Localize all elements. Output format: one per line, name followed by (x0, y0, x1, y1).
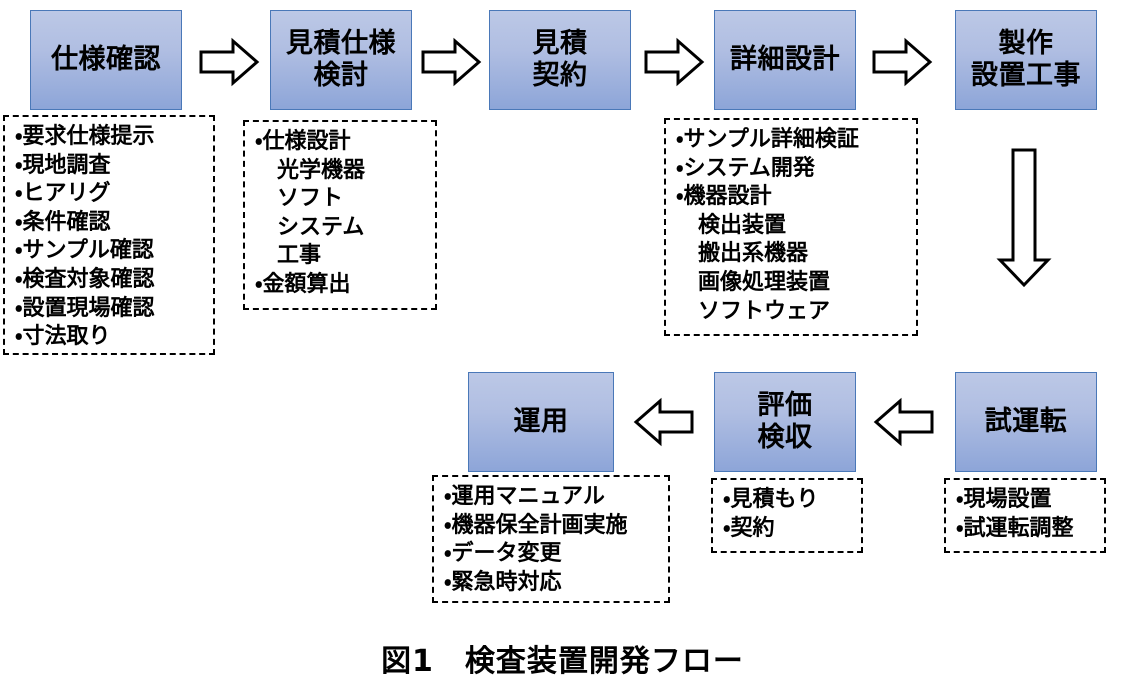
detail-box-test-run: ・現場設置 ・試運転調整 (944, 478, 1106, 553)
detail-item: ・機器設計 (676, 184, 772, 210)
detail-item: 画像処理装置 (676, 269, 831, 295)
process-box-evaluation-acceptance[interactable]: 評価 検収 (714, 372, 856, 472)
detail-list: ・現場設置 ・試運転調整 (956, 486, 1096, 543)
process-box-label: 見積 契約 (532, 28, 588, 91)
process-box-detailed-design[interactable]: 詳細設計 (714, 10, 856, 110)
arrow-right-estimate-spec-to-contract (421, 37, 482, 87)
process-box-label: 試運転 (984, 406, 1068, 438)
arrow-left-evaluation-to-operation (632, 397, 694, 447)
process-box-label: 製作 設置工事 (971, 28, 1081, 91)
detail-item: ・試運転調整 (956, 515, 1074, 541)
detail-list: ・仕様設計 光学機器 ソフト システム 工事 ・金額算出 (255, 128, 427, 300)
detail-item: ・現場設置 (956, 487, 1052, 512)
detail-item: ・契約 (723, 515, 775, 541)
detail-item: ・設置現場確認 (15, 295, 155, 321)
process-box-test-run[interactable]: 試運転 (955, 372, 1097, 472)
detail-item: ・運用マニュアル (444, 484, 605, 509)
process-box-estimate-spec-study[interactable]: 見積仕様 検討 (270, 10, 412, 110)
detail-item: ・ヒアリグ (15, 181, 111, 207)
detail-box-detailed-design: ・サンプル詳細検証 ・システム開発 ・機器設計 検出装置 搬出系機器 画像処理装… (664, 118, 918, 336)
detail-item: システム (255, 214, 365, 240)
detail-item: ソフト (255, 186, 344, 212)
detail-item: ・仕様設計 (255, 129, 351, 154)
detail-item: ・現地調査 (15, 152, 111, 178)
detail-item: ソフトウェア (676, 298, 831, 324)
detail-item: ・データ変更 (444, 541, 562, 567)
detail-list: ・サンプル詳細検証 ・システム開発 ・機器設計 検出装置 搬出系機器 画像処理装… (676, 126, 908, 326)
arrow-right-spec-to-estimate-spec (199, 37, 260, 87)
process-box-manufacture-installation[interactable]: 製作 設置工事 (955, 10, 1097, 110)
process-box-label: 仕様確認 (51, 44, 161, 76)
detail-box-operation: ・運用マニュアル ・機器保全計画実施 ・データ変更 ・緊急時対応 (432, 475, 670, 603)
detail-item: ・サンプル確認 (15, 238, 154, 264)
process-box-estimate-contract[interactable]: 見積 契約 (489, 10, 631, 110)
detail-item: ・サンプル詳細検証 (676, 127, 859, 152)
detail-item: 光学機器 (255, 157, 366, 183)
detail-box-spec-confirmation: ・要求仕様提示 ・現地調査 ・ヒアリグ ・条件確認 ・サンプル確認 ・検査対象確… (3, 115, 215, 355)
detail-item: ・機器保全計画実施 (444, 512, 628, 538)
process-box-label: 詳細設計 (730, 44, 840, 76)
process-box-label: 運用 (513, 406, 569, 438)
detail-item: ・寸法取り (15, 324, 111, 350)
process-box-label: 評価 検収 (757, 390, 813, 453)
process-box-spec-confirmation[interactable]: 仕様確認 (30, 10, 182, 110)
detail-item: ・検査対象確認 (15, 266, 155, 292)
detail-box-evaluation-acceptance: ・見積もり ・契約 (711, 478, 863, 553)
detail-list: ・運用マニュアル ・機器保全計画実施 ・データ変更 ・緊急時対応 (444, 483, 660, 597)
process-box-label: 見積仕様 検討 (286, 28, 396, 91)
detail-item: ・条件確認 (15, 209, 111, 235)
detail-item: ・緊急時対応 (444, 569, 562, 595)
detail-item: ・システム開発 (676, 155, 815, 181)
arrow-down-manufacture-to-test-run (993, 148, 1055, 288)
detail-item: ・見積もり (723, 487, 819, 512)
arrow-right-detailed-design-to-manufacture (872, 37, 933, 87)
detail-list: ・見積もり ・契約 (723, 486, 853, 543)
detail-list: ・要求仕様提示 ・現地調査 ・ヒアリグ ・条件確認 ・サンプル確認 ・検査対象確… (15, 123, 205, 352)
detail-item: ・要求仕様提示 (15, 124, 155, 149)
detail-box-estimate-spec-study: ・仕様設計 光学機器 ソフト システム 工事 ・金額算出 (243, 120, 437, 310)
detail-item: 検出装置 (676, 212, 787, 238)
detail-item: 搬出系機器 (676, 241, 809, 267)
arrow-right-contract-to-detailed-design (644, 37, 705, 87)
process-box-operation[interactable]: 運用 (468, 372, 614, 472)
figure-caption: 図1 検査装置開発フロー (381, 644, 744, 677)
detail-item: 工事 (255, 243, 322, 269)
detail-item: ・金額算出 (255, 271, 351, 297)
arrow-left-test-run-to-evaluation (872, 397, 934, 447)
